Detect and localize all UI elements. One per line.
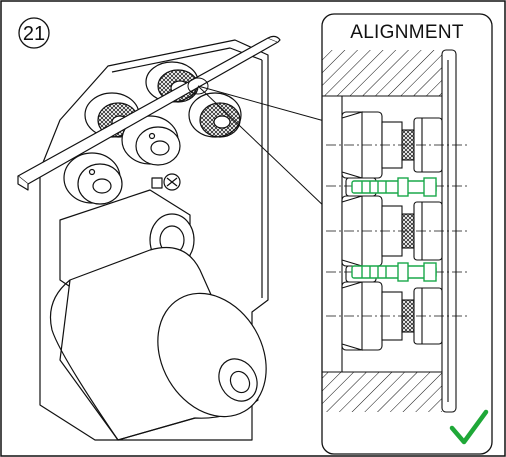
step-number-badge: 21 bbox=[18, 17, 50, 49]
bottom-section-hatch bbox=[322, 372, 442, 412]
mechanism-drawing bbox=[17, 35, 281, 441]
alignment-gauge-upper bbox=[351, 177, 437, 197]
checkmark-icon bbox=[449, 409, 489, 445]
step-number-circle bbox=[18, 17, 50, 49]
alignment-inset: ALIGNMENT bbox=[321, 13, 493, 455]
roller-center bbox=[121, 115, 181, 166]
detail-leader-lines bbox=[187, 77, 329, 211]
alignment-ruler bbox=[17, 35, 281, 191]
alignment-gauge-lower bbox=[351, 262, 437, 282]
top-section-hatch bbox=[322, 50, 442, 96]
roller-lower-left bbox=[63, 152, 123, 205]
roller-right bbox=[188, 92, 242, 138]
inset-title: ALIGNMENT bbox=[350, 22, 464, 43]
adjust-screw bbox=[151, 173, 181, 191]
cylinder-housing bbox=[49, 246, 267, 441]
step-number: 21 bbox=[23, 23, 45, 45]
